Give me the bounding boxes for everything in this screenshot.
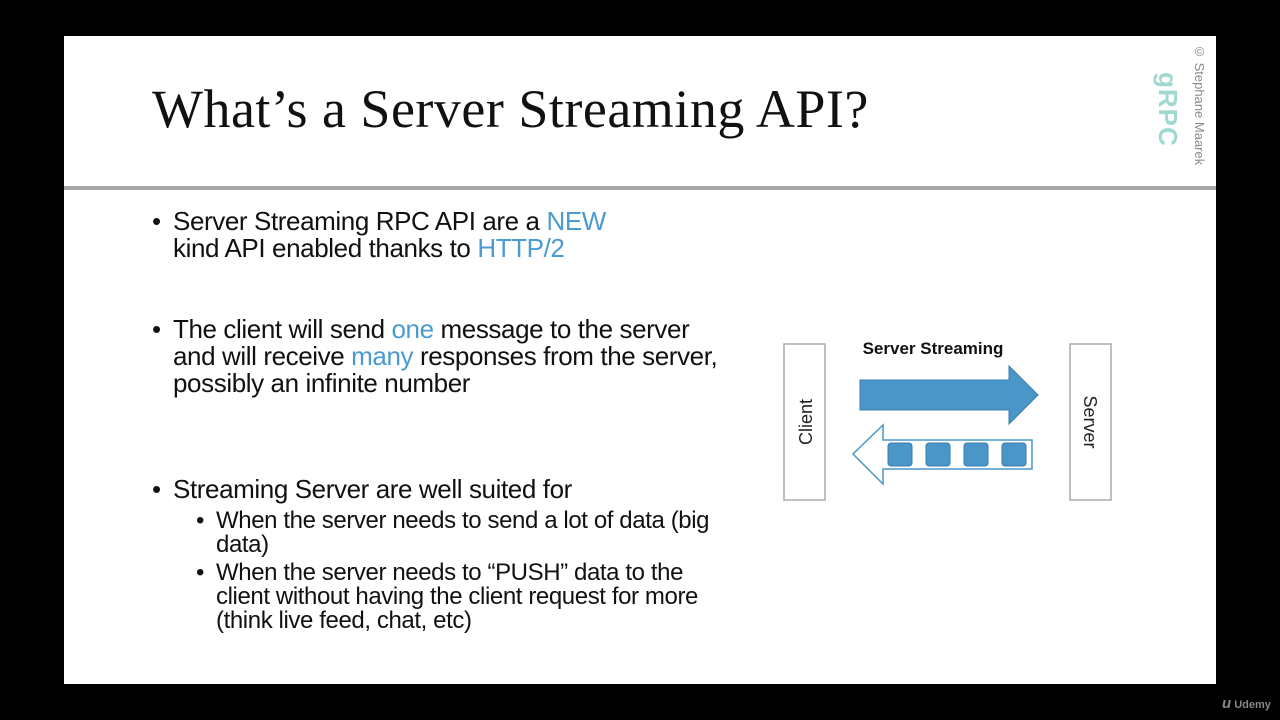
text: Server Streaming RPC API are a <box>173 206 547 236</box>
server-box <box>1069 343 1112 501</box>
bullet-3: •Streaming Server are well suited for •W… <box>152 474 773 633</box>
highlight: one <box>391 314 434 344</box>
stream-message <box>925 442 951 467</box>
slide-title: What’s a Server Streaming API? <box>152 79 869 139</box>
bullet-1: •Server Streaming RPC API are a NEW kind… <box>152 206 606 263</box>
text: The client will send <box>173 314 392 344</box>
udemy-logo: u Udemy <box>1222 695 1271 712</box>
copyright-text: © Stephane Maarek <box>1192 44 1207 166</box>
bullet-2: •The client will send one message to the… <box>152 314 718 398</box>
watermark: gRPC © Stephane Maarek <box>1153 44 1218 184</box>
client-box <box>783 343 826 501</box>
server-label: Server <box>1080 395 1100 448</box>
title-divider <box>64 186 1216 190</box>
text: When the server needs to send a lot of d… <box>216 507 710 558</box>
highlight: NEW <box>546 206 606 236</box>
diagram-title: Server Streaming <box>863 339 1004 358</box>
highlight: HTTP/2 <box>477 233 565 263</box>
udemy-icon: u <box>1222 695 1232 712</box>
stream-message <box>963 442 989 467</box>
stream-message <box>887 442 913 467</box>
server-streaming-diagram: Server Streaming Client Server <box>783 339 1112 501</box>
udemy-text: Udemy <box>1234 699 1271 711</box>
text: responses from the server, possibly an i… <box>173 341 718 398</box>
grpc-logo: gRPC <box>1153 72 1183 147</box>
highlight: many <box>351 341 414 371</box>
stream-message <box>1001 442 1027 467</box>
client-label: Client <box>796 399 816 445</box>
text: kind API enabled thanks to <box>173 233 478 263</box>
slide: What’s a Server Streaming API? gRPC © St… <box>64 36 1216 684</box>
text: When the server needs to “PUSH” data to … <box>216 559 698 634</box>
text: message to the server and will receive <box>173 314 690 371</box>
request-arrow <box>859 364 1039 426</box>
sub-bullet-2: •When the server needs to “PUSH” data to… <box>196 559 698 634</box>
sub-bullet-1: •When the server needs to send a lot of … <box>196 507 710 558</box>
text: Streaming Server are well suited for <box>173 474 572 504</box>
